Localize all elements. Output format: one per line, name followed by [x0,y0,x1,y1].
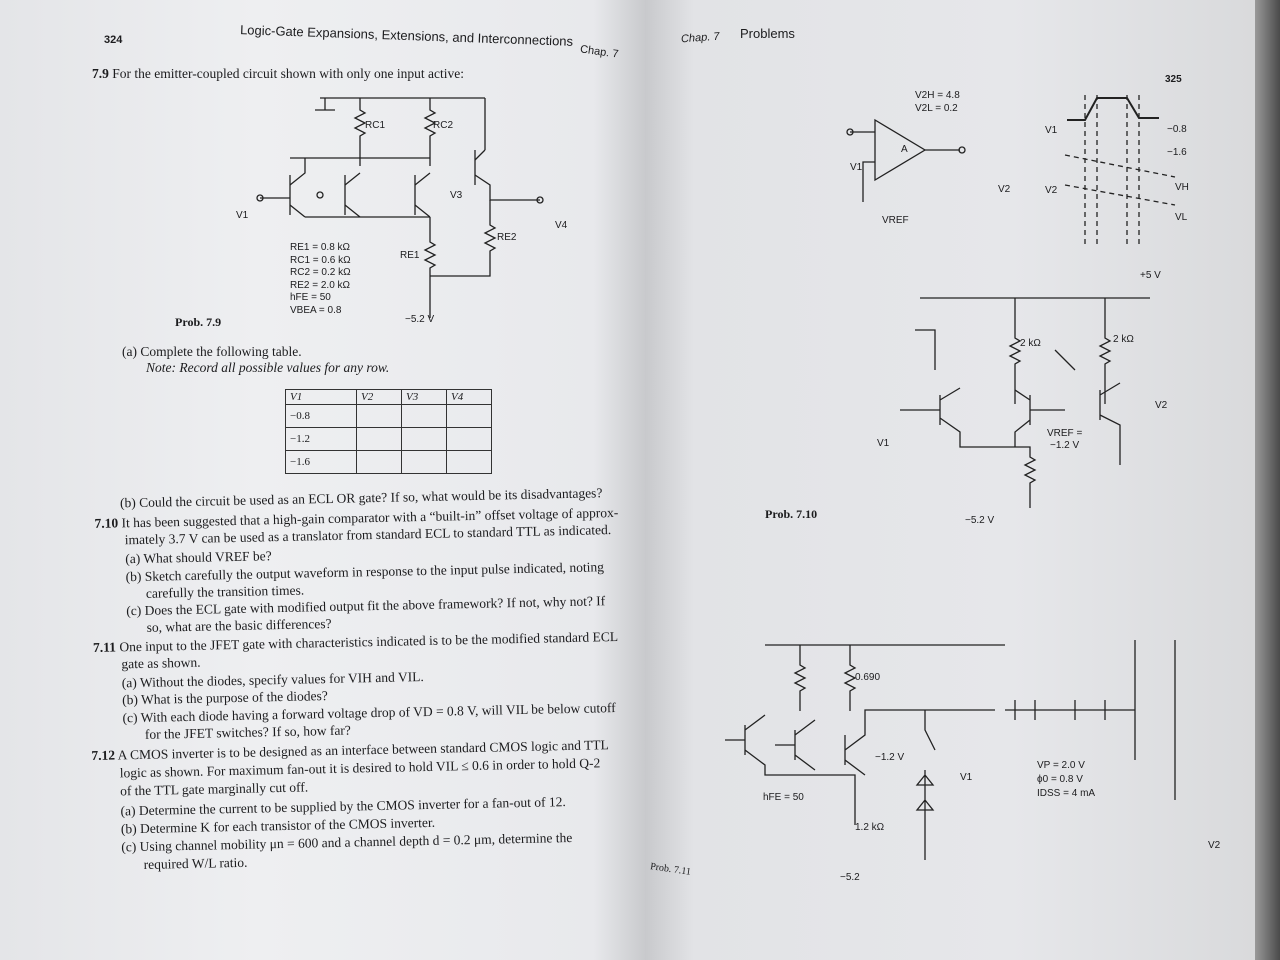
vref-value: −1.2 V [1050,440,1080,451]
problem-7-9-heading: 7.9 For the emitter-coupled circuit show… [92,66,465,81]
v1-label-2: V1 [877,438,890,449]
wave-v1-label: V1 [1045,125,1058,136]
right-page: Chap. 7 Problems 325 V2H = 4.8 V2L = 0.2… [645,0,1255,960]
comparator-symbol [846,118,966,202]
v2l-label: V2L = 0.2 [915,103,958,114]
supply-label: +5 V [1140,270,1161,281]
vl-label: VL [1175,212,1188,223]
v2-label: V2 [998,184,1011,195]
label-v3: V3 [450,190,463,201]
label-v1: V1 [236,210,249,221]
neg-label: −5.2 [840,872,860,883]
running-head: Problems [740,26,795,41]
jfet-circuit-7-11 [725,640,1176,860]
page-number: 324 [104,34,123,46]
col-v3: V3 [401,389,447,405]
level-high: −0.8 [1167,124,1187,135]
ecl-circuit-7-10 [900,297,1150,508]
chapter-tag: Chap. 7 [579,43,620,61]
v2h-label: V2H = 4.8 [915,90,960,101]
figure-label-7-10: Prob. 7.10 [765,507,818,521]
figure-label-7-9: Prob. 7.9 [175,315,222,329]
running-head: Logic-Gate Expansions, Extensions, and I… [239,22,574,49]
v1-label-3: V1 [960,772,973,783]
left-page: 324 Logic-Gate Expansions, Extensions, a… [0,0,645,960]
r1-label: 2 kΩ [1020,338,1041,349]
chapter-tag: Chap. 7 [680,30,720,46]
waveform [1064,95,1176,245]
v0690-label: 0.690 [855,672,881,683]
amp-label: A [901,144,908,155]
figure-label-7-11: Prob. 7.11 [649,861,692,878]
col-v4: V4 [446,389,492,405]
page-number: 325 [1165,74,1182,85]
circuit-7-9 [256,97,544,318]
col-v2: V2 [356,389,402,405]
table-row: −1.6 [285,450,492,474]
vh-label: VH [1175,182,1189,193]
p712-text3: of the TTL gate marginally cut off. [119,779,309,799]
idss-label: IDSS = 4 mA [1037,788,1096,799]
label-v4: V4 [555,220,568,231]
v2-label-2: V2 [1155,400,1168,411]
part-a-7-9: (a) Complete the following table. [122,344,302,359]
col-v1: V1 [285,389,357,405]
label-rc1: RC1 [365,120,386,131]
v1-label: V1 [850,162,863,173]
r-label: 1.2 kΩ [855,822,885,833]
label-re1: RE1 [400,250,420,261]
v2-label-3: V2 [1208,840,1221,851]
label-supply: −5.2 V [405,314,435,325]
table-row: −1.2 [285,427,492,451]
vref-label: VREF [882,215,909,226]
vp-label: VP = 2.0 V [1037,760,1085,771]
hfe-label: hFE = 50 [763,792,804,803]
neg-supply: −5.2 V [965,515,995,526]
label-re2: RE2 [497,232,517,243]
vref-value-label: VREF = [1047,428,1083,439]
wave-v2-label: V2 [1045,185,1058,196]
p711-text2: gate as shown. [121,654,201,672]
table-row: −0.8 [285,404,492,428]
p712-c2: required W/L ratio. [143,854,248,872]
level-low: −1.6 [1167,147,1187,158]
note-7-9: Note: Record all possible values for any… [146,360,390,375]
m12-label: −1.2 V [875,752,905,763]
r2-label: 2 kΩ [1113,334,1134,345]
phi-label: ϕ0 = 0.8 V [1037,774,1083,785]
label-rc2: RC2 [433,120,454,131]
book-edge [1255,0,1280,960]
